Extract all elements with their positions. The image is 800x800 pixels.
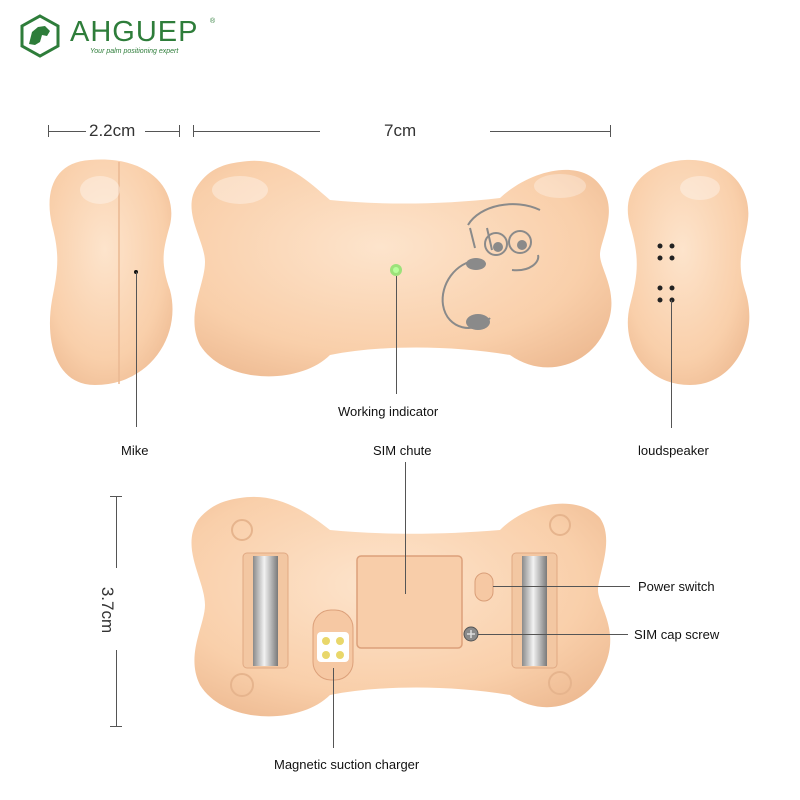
back-view — [191, 496, 611, 717]
mike-leader — [136, 272, 137, 427]
charger-leader — [333, 668, 334, 748]
dim-line-side-right — [145, 131, 179, 132]
label-sim-cap-screw: SIM cap screw — [634, 627, 720, 642]
dim-tick — [610, 125, 611, 137]
dim-line-length-left — [193, 131, 320, 132]
brand-tagline: Your palm positioning expert — [90, 48, 179, 55]
brand-name: AHGUEP — [70, 16, 199, 48]
label-working-indicator: Working indicator — [338, 404, 439, 419]
front-view — [191, 160, 612, 377]
dim-line-side-left — [48, 131, 86, 132]
dim-tick — [179, 125, 180, 137]
dimension-height: 3.7cm — [98, 586, 118, 634]
sim-screw-leader — [478, 634, 628, 635]
indicator-leader — [396, 276, 397, 394]
dim-line-length-right — [490, 131, 610, 132]
dog-shield-icon — [20, 14, 60, 58]
label-power-switch: Power switch — [638, 579, 715, 594]
speaker-leader — [671, 300, 672, 428]
dimension-side-width: 2.2cm — [89, 121, 136, 140]
sim-chute-leader — [405, 462, 406, 594]
brand-logo: AHGUEP ® Your palm positioning expert — [20, 14, 220, 64]
dim-line-height-top — [116, 496, 117, 568]
dim-tick — [48, 125, 49, 137]
dim-tick — [193, 125, 194, 137]
dimension-length: 7cm — [384, 121, 417, 140]
side-view-right — [627, 159, 750, 385]
label-loudspeaker: loudspeaker — [638, 443, 709, 458]
label-mike: Mike — [121, 443, 149, 458]
registered-mark: ® — [210, 18, 216, 25]
dim-line-height-bottom — [116, 650, 117, 726]
dim-tick — [110, 726, 122, 727]
dim-tick — [110, 496, 122, 497]
label-magnetic-charger: Magnetic suction charger — [274, 757, 420, 772]
label-sim-chute: SIM chute — [373, 443, 432, 458]
side-view-left — [49, 159, 173, 385]
power-switch-leader — [493, 586, 630, 587]
